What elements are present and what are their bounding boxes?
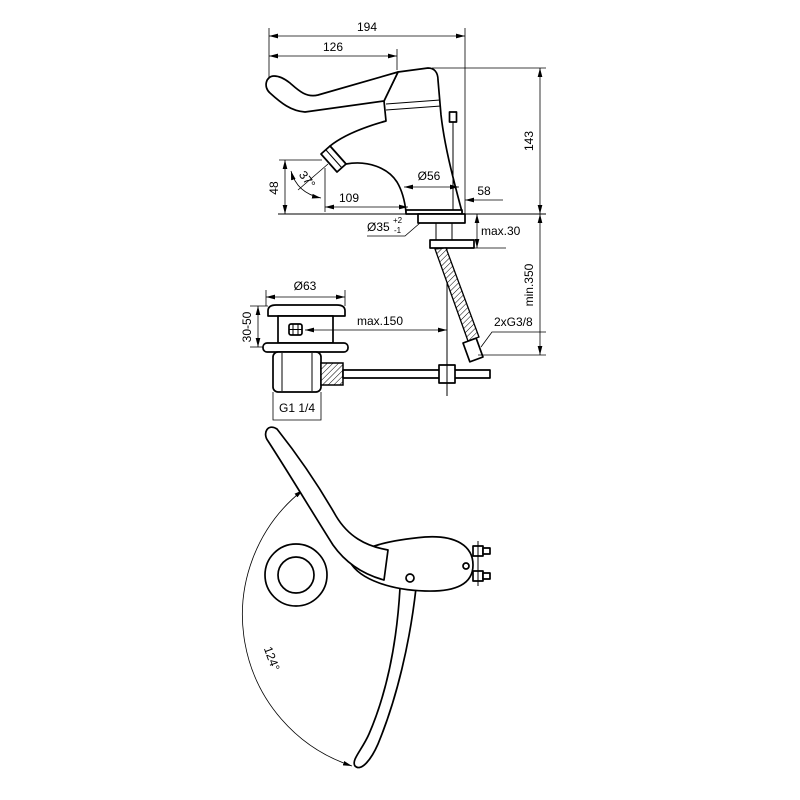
outlet-thread-label: G1 1/4	[279, 401, 315, 415]
pop-up-rod-knob	[448, 111, 458, 123]
lever-handle-outline	[265, 71, 399, 113]
waste-side-nut	[320, 362, 344, 386]
overall-length-label: 194	[357, 20, 377, 34]
waste-tailpiece	[272, 351, 322, 393]
hose-connection-leader	[480, 331, 546, 348]
waste-plug-cap	[267, 304, 346, 317]
body-diameter-label: Ø56	[418, 169, 441, 183]
braided-supply-hose	[434, 247, 480, 342]
hot-cold-indicator	[405, 573, 415, 583]
rear-depth-label: 58	[477, 184, 491, 198]
waste-linkage-rod	[342, 369, 491, 379]
hose-connector-nut	[462, 337, 484, 363]
aerator-detail-line	[325, 149, 343, 169]
side-elevation-view: 194 126 143 37° 48 109 Ø56	[265, 20, 546, 396]
height-label: 143	[522, 131, 536, 151]
spout-reach-label: 109	[339, 191, 359, 205]
hole-tolerance-lower: -1	[394, 226, 402, 235]
hole-diameter-label: Ø35	[367, 220, 390, 234]
outlet-angle-label: 37°	[296, 168, 318, 191]
mounting-washer	[417, 213, 466, 224]
body-band-line	[385, 105, 442, 111]
basin-thickness-label: 30-50	[240, 311, 254, 342]
body-band-line	[385, 99, 441, 105]
lever-swing-angle-label: 124°	[261, 645, 283, 673]
hole-diameter-leader	[367, 222, 421, 237]
outlet-thread-frame	[272, 392, 322, 421]
supply-connector-tip	[482, 572, 491, 580]
waste-diameter-label: Ø63	[294, 279, 317, 293]
waste-flange	[262, 342, 349, 353]
rod-length-label: max.150	[357, 314, 403, 328]
deck-thickness-label: max.30	[481, 224, 521, 238]
lever-handle-plan-outline	[264, 426, 389, 581]
mounting-nut	[429, 239, 475, 249]
lever-swung-position-outline	[353, 587, 417, 769]
supply-connector-tip	[482, 547, 491, 555]
lever-length-label: 126	[323, 40, 343, 54]
hose-connection-label: 2xG3/8	[494, 315, 533, 329]
waste-body	[277, 315, 334, 344]
lever-ring-inner	[277, 556, 315, 594]
lever-swing-arc	[242, 489, 353, 767]
hose-length-label: min.350	[522, 263, 536, 306]
outlet-height-label: 48	[267, 181, 281, 195]
plan-view: 124°	[242, 426, 491, 769]
outlet-angle-arc	[290, 170, 322, 199]
pop-up-rod-top	[462, 562, 470, 570]
waste-assembly-view: Ø63 30-50 max.150 G1 1/4	[240, 279, 491, 421]
hole-tolerance-upper: +2	[393, 216, 403, 225]
